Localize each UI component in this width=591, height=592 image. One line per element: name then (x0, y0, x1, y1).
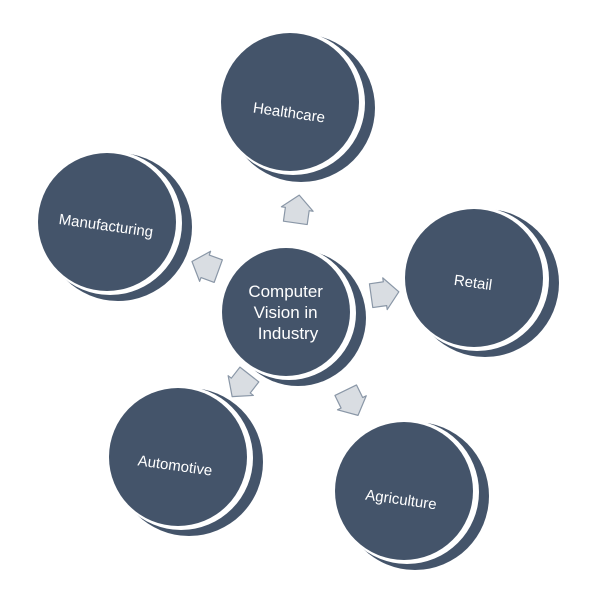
node-retail: Retail (405, 207, 559, 357)
center-label-line-3: Industry (258, 324, 319, 343)
center-node: Computer Vision in Industry (222, 246, 366, 386)
center-label-line-2: Vision in (254, 303, 318, 322)
center-label-line-1: Computer (248, 282, 323, 301)
node-automotive: Automotive (109, 386, 263, 536)
arrow-to-agriculture (330, 382, 373, 423)
arrow-to-manufacturing (185, 245, 225, 287)
node-manufacturing: Manufacturing (38, 151, 192, 301)
arrow-to-retail (368, 275, 402, 313)
center-node-label: Computer Vision in Industry (248, 282, 327, 343)
node-agriculture: Agriculture (335, 420, 489, 570)
node-healthcare: Healthcare (221, 31, 375, 182)
arrow-to-healthcare (278, 192, 316, 226)
node-retail-label: Retail (453, 272, 493, 294)
